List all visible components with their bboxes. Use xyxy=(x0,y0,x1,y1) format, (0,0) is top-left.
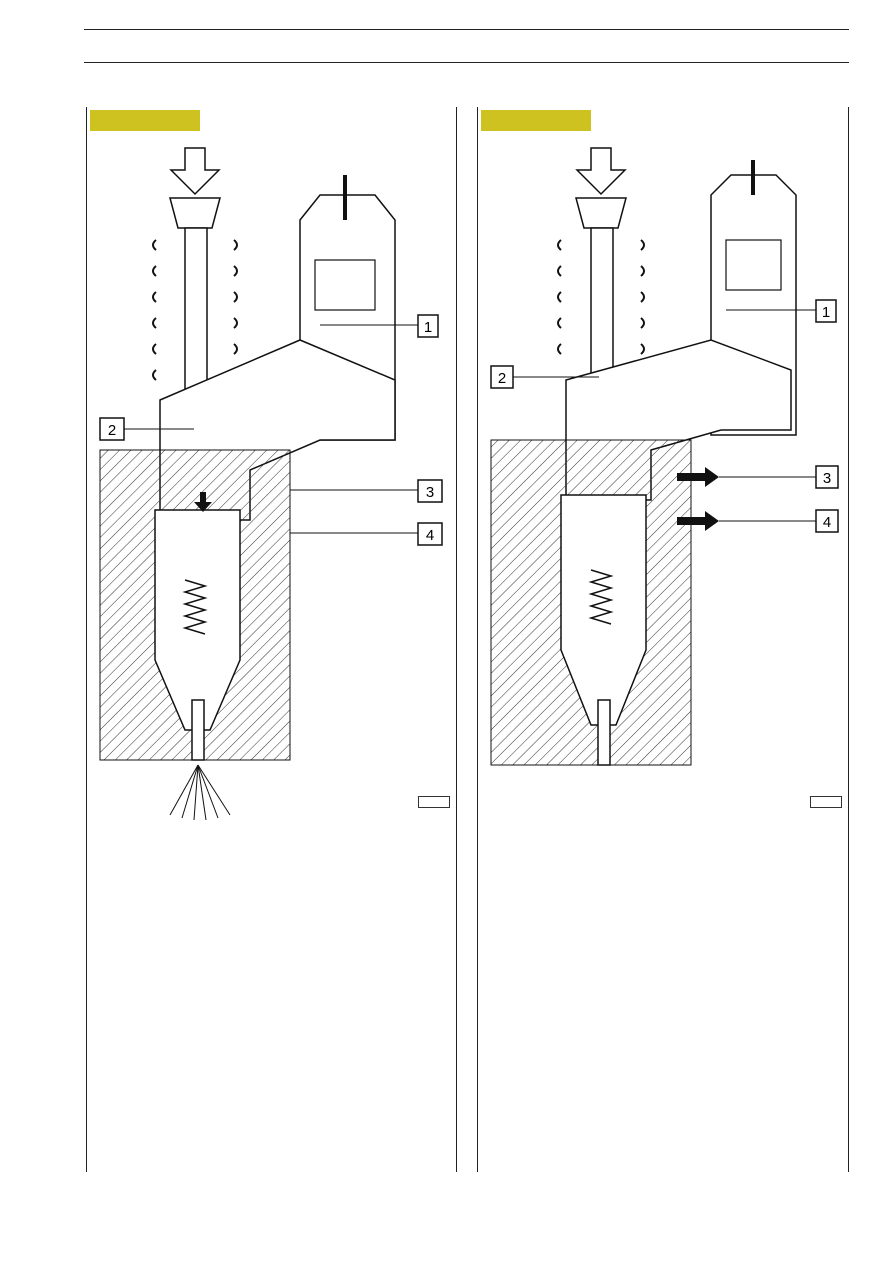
return-flow-arrow-icon xyxy=(677,467,719,487)
needle-spring xyxy=(588,569,614,625)
solenoid-coil xyxy=(725,239,782,291)
nozzle-tip xyxy=(597,699,611,766)
column-line-middle-b xyxy=(477,107,478,1172)
return-flow-arrow-icon xyxy=(677,511,719,531)
callout-2-left: 2 xyxy=(108,422,116,439)
rocker-cup xyxy=(169,197,221,229)
rocker-cup xyxy=(575,197,627,229)
column-line-left xyxy=(86,107,87,1172)
header-rule-bottom xyxy=(84,62,849,63)
callout-3-right: 3 xyxy=(823,470,831,487)
figure-tab-right xyxy=(481,110,591,131)
header-rule-top xyxy=(84,29,849,30)
callout-3-left: 3 xyxy=(426,484,434,501)
column-line-middle-a xyxy=(456,107,457,1172)
spring-left xyxy=(557,239,645,355)
figure-ref-box-left xyxy=(418,796,450,808)
force-arrow-icon xyxy=(575,147,627,196)
callout-1-left: 1 xyxy=(424,319,432,336)
solenoid-coil xyxy=(314,259,376,311)
flow-arrow-icon xyxy=(194,492,212,512)
force-arrow-icon xyxy=(169,147,221,196)
figure-ref-box-right xyxy=(810,796,842,808)
nozzle-tip xyxy=(191,699,205,761)
spring-left xyxy=(152,239,238,381)
callout-4-right: 4 xyxy=(823,514,831,531)
injector-diagram-left: 1 2 3 4 xyxy=(99,147,443,820)
callout-1-right: 1 xyxy=(822,304,830,321)
figure-tab-left xyxy=(90,110,200,131)
callout-2-right: 2 xyxy=(498,370,506,387)
column-line-right xyxy=(848,107,849,1172)
callout-4-left: 4 xyxy=(426,527,434,544)
injector-diagram-right: 1 2 3 4 xyxy=(490,147,839,766)
needle-spring xyxy=(182,579,208,635)
fuel-spray xyxy=(169,764,231,820)
